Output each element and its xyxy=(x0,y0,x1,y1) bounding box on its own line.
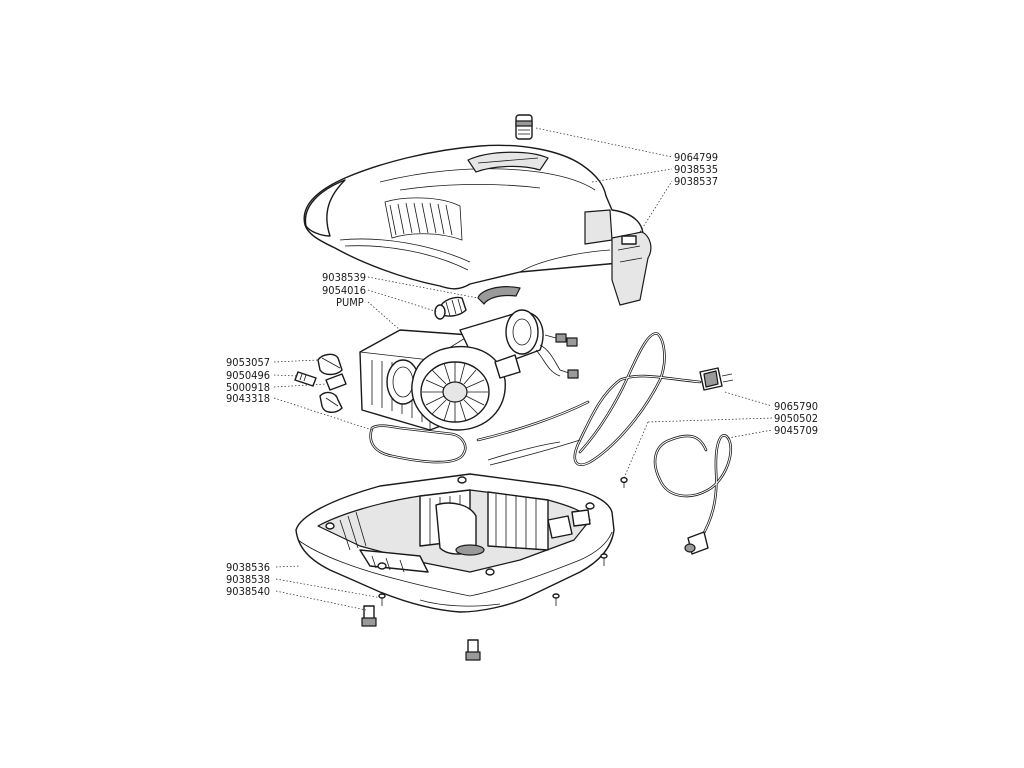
label-9043318: 9043318 xyxy=(226,392,270,405)
label-9050496: 9050496 xyxy=(226,369,270,382)
side-panel-part xyxy=(611,231,652,306)
top-knob-part xyxy=(515,114,533,140)
tubing-loop-part xyxy=(369,400,590,464)
fitting-5000918 xyxy=(325,373,347,391)
label-9065790: 9065790 xyxy=(774,400,818,413)
label-9053057: 9053057 xyxy=(226,356,270,369)
power-cord-part xyxy=(573,332,734,467)
part-labels: 9064799 9038535 9038537 9038539 9054016 … xyxy=(226,151,818,598)
label-9038536: 9038536 xyxy=(226,561,270,574)
label-9038540: 9038540 xyxy=(226,585,270,598)
foot-9038540-left xyxy=(361,605,377,627)
label-9038539: 9038539 xyxy=(322,271,366,284)
fan-wheel xyxy=(420,361,490,423)
top-cover-part xyxy=(303,144,644,290)
label-9064799: 9064799 xyxy=(674,151,718,164)
label-9045709: 9045709 xyxy=(774,424,818,437)
label-9054016: 9054016 xyxy=(322,284,366,297)
label-9038537: 9038537 xyxy=(674,175,718,188)
pump-assembly-part xyxy=(359,309,579,431)
label-9038535: 9038535 xyxy=(674,163,718,176)
elbow-fitting-part xyxy=(319,391,343,413)
filter-pad-part xyxy=(477,286,521,305)
leader-lines xyxy=(273,127,773,611)
label-pump: PUMP xyxy=(336,296,364,309)
fitting-9050496 xyxy=(294,371,317,387)
dc-cord-part xyxy=(653,434,733,555)
base-housing-part xyxy=(295,473,615,613)
cover-vents xyxy=(384,197,463,241)
label-5000918: 5000918 xyxy=(226,381,270,394)
foot-9038540-center xyxy=(465,639,481,661)
label-9038538: 9038538 xyxy=(226,573,270,586)
label-9050502: 9050502 xyxy=(774,412,818,425)
internal-wires xyxy=(487,439,581,466)
screw-9038538 xyxy=(378,553,608,606)
fitting-9053057 xyxy=(317,353,343,376)
screw-9050502 xyxy=(620,476,628,488)
motor-connector-part xyxy=(434,296,467,320)
